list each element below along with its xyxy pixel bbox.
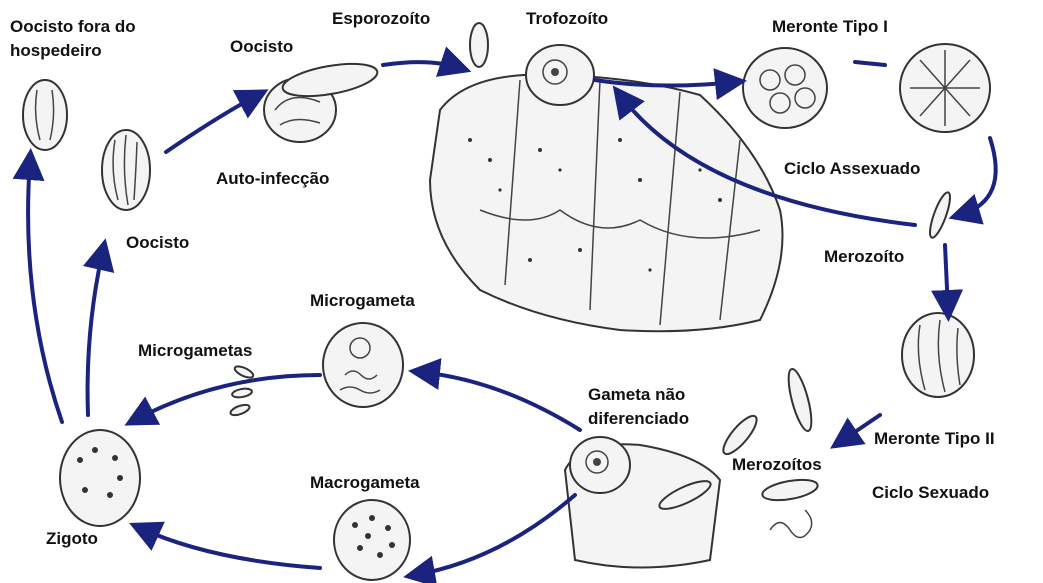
merozoite-illustration xyxy=(926,190,954,239)
arrow-zygote-to-oocyst-outside xyxy=(28,160,62,422)
label-meronte-tipo-ii: Meronte Tipo II xyxy=(874,429,995,448)
sporozoite-shape xyxy=(470,23,488,67)
arrow-merozoite-to-meront-ii xyxy=(945,245,948,310)
arrow-meront-i-link xyxy=(855,62,885,65)
arrow-microgametes-to-zygote xyxy=(135,375,320,420)
undifferentiated-gamete-illustration xyxy=(565,437,720,568)
oocyst-outside-host-illustration xyxy=(23,80,67,150)
label-microgametas: Microgametas xyxy=(138,341,252,360)
label-oocisto-fora-line1: Oocisto fora do xyxy=(10,17,136,36)
arrow-gamete-to-microgamete xyxy=(420,372,580,430)
zygote-illustration xyxy=(60,430,140,526)
type-ii-meront-illustration xyxy=(902,313,974,397)
label-oocisto-top: Oocisto xyxy=(230,37,293,56)
label-gameta-nao-dif-line1: Gameta não xyxy=(588,385,685,404)
arrow-meront-i-to-merozoite xyxy=(960,138,996,215)
arrow-trophozoite-to-meront-i xyxy=(595,80,735,86)
oocyst-mid-illustration xyxy=(102,130,150,210)
label-ciclo-assexuado: Ciclo Assexuado xyxy=(784,159,920,178)
label-meronte-tipo-i: Meronte Tipo I xyxy=(772,17,888,36)
label-gameta-nao-dif-line2: diferenciado xyxy=(588,409,689,428)
oocyst-auto-infection-illustration xyxy=(264,58,380,142)
macrogamete-illustration xyxy=(334,500,410,580)
label-microgameta: Microgameta xyxy=(310,291,415,310)
label-zigoto: Zigoto xyxy=(46,529,98,548)
arrow-gamete-to-macrogamete xyxy=(415,495,575,575)
label-macrogameta: Macrogameta xyxy=(310,473,420,492)
arrow-oocyst-to-sporozoite xyxy=(383,62,460,68)
label-oocisto-fora-line2: hospedeiro xyxy=(10,41,102,60)
type-i-meront-illustration xyxy=(743,44,990,132)
arrow-oocyst-to-auto-infection xyxy=(166,95,258,152)
arrow-macrogamete-to-zygote xyxy=(140,528,320,568)
arrow-zygote-to-oocyst xyxy=(88,250,103,415)
merozoites-illustration xyxy=(718,367,819,537)
label-merozoitos: Merozoítos xyxy=(732,455,822,474)
microgamete-cell-illustration xyxy=(323,323,403,407)
trophozoite-shape xyxy=(526,45,594,105)
label-auto-infeccao: Auto-infecção xyxy=(216,169,329,188)
label-esporozoito: Esporozoíto xyxy=(332,9,430,28)
label-trofozoito: Trofozoíto xyxy=(526,9,608,28)
label-oocisto-mid: Oocisto xyxy=(126,233,189,252)
microgametes-illustration xyxy=(229,364,255,417)
label-ciclo-sexuado: Ciclo Sexuado xyxy=(872,483,989,502)
label-merozoito: Merozoíto xyxy=(824,247,904,266)
